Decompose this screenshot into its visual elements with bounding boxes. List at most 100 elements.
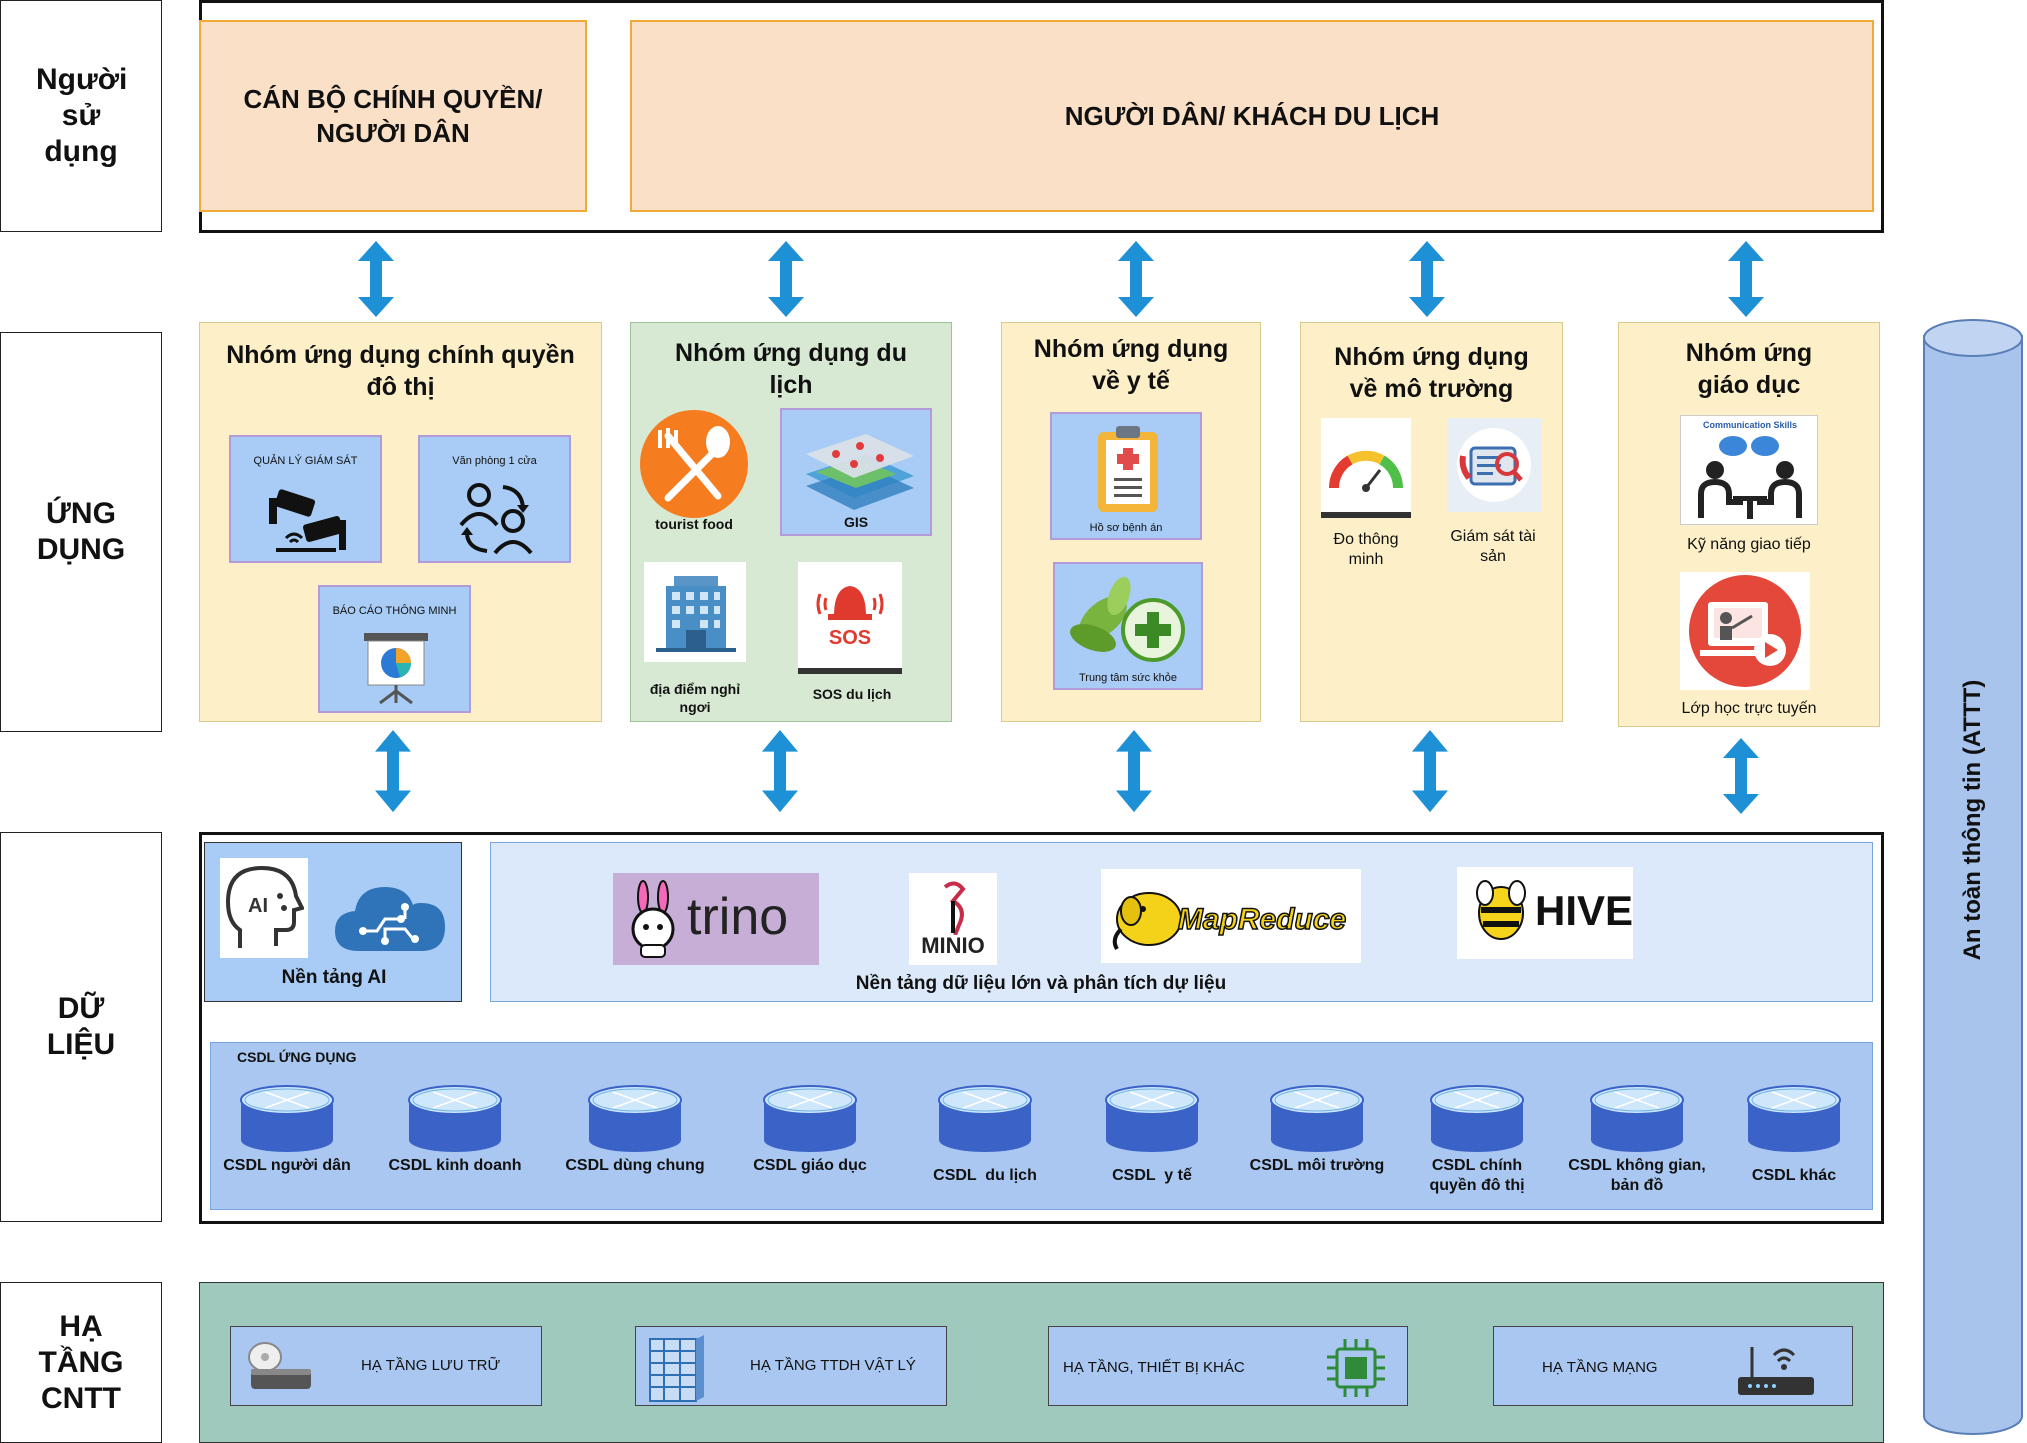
security-cylinder	[1923, 319, 2023, 1435]
hive-logo: HIVE	[1457, 867, 1633, 959]
food-icon[interactable]	[638, 408, 750, 520]
online-class-icon	[1689, 575, 1801, 687]
app-databases-title: CSDL ỨNG DỤNG	[237, 1049, 357, 1065]
online-class-label: Lớp học trực tuyến	[1681, 700, 1817, 717]
infra-other-devices[interactable]: HẠ TẦNG, THIẾT BỊ KHÁC	[1048, 1326, 1408, 1406]
db-cylinder-5	[1105, 1085, 1199, 1153]
db-label: CSDL môi trường	[1249, 1157, 1385, 1174]
app-group-title: Nhóm ứng dụng du lịch	[675, 339, 907, 399]
sos-alarm-icon: SOS	[816, 586, 884, 649]
layer-label-data: DỮ LIỆU	[0, 832, 162, 1222]
ai-head-icon: AI	[225, 865, 304, 948]
ai-icon-text: AI	[248, 895, 268, 917]
trino-bunny-icon	[631, 880, 675, 958]
infra-label: HẠ TẦNG LƯU TRỮ	[361, 1357, 501, 1374]
user-box-officials: CÁN BỘ CHÍNH QUYỀN/ NGƯỜI DÂN	[199, 20, 587, 212]
tile-label: BÁO CÁO THÔNG MINH	[332, 605, 457, 617]
infra-datacenter[interactable]: HẠ TẦNG TTDH VẬT LÝ	[635, 1326, 947, 1406]
security-label: An toàn thông tin (ATTT)	[1959, 679, 1986, 961]
trino-logo: trino	[613, 873, 819, 965]
sos-tile[interactable]: SOS	[798, 562, 902, 674]
db-cylinder-2	[588, 1085, 682, 1153]
tile-health-center[interactable]: Trung tâm sức khỏe	[1053, 562, 1203, 690]
gis-label: GIS	[843, 514, 869, 530]
health-leaf-plus-icon	[1070, 576, 1185, 662]
conversation-icon	[1698, 436, 1802, 519]
gis-map-icon	[806, 434, 914, 510]
cctv-camera-icon	[269, 489, 346, 552]
infra-storage[interactable]: HẠ TẦNG LƯU TRỮ	[230, 1326, 542, 1406]
db-label: CSDL y tế	[1112, 1167, 1192, 1184]
tile-label: Văn phòng 1 cửa	[452, 455, 537, 467]
svg-text:SOS: SOS	[829, 627, 871, 649]
storage-drive-icon	[248, 1342, 311, 1389]
app-group-title: Nhóm ứng dụng về mô trường	[1334, 343, 1529, 403]
user-box-citizens: NGƯỜI DÂN/ KHÁCH DU LỊCH	[630, 20, 1874, 212]
asset-monitor-icon	[1457, 428, 1531, 502]
hadoop-elephant-icon	[1112, 892, 1182, 951]
db-cylinder-0	[240, 1085, 334, 1153]
layer-label-users: Người sử dụng	[0, 0, 162, 232]
infra-network[interactable]: HẠ TẦNG MẠNG	[1493, 1326, 1853, 1406]
infra-label: HẠ TẦNG TTDH VẬT LÝ	[750, 1357, 916, 1374]
presentation-chart-icon	[364, 633, 428, 705]
mapreduce-text: MapReduce	[1177, 902, 1347, 937]
communication-tile[interactable]: Communication Skills	[1680, 415, 1818, 525]
hive-bee-icon	[1476, 880, 1526, 940]
infra-label: HẠ TẦNG, THIẾT BỊ KHÁC	[1063, 1359, 1245, 1376]
chip-icon	[1327, 1339, 1385, 1397]
db-cylinder-4	[938, 1085, 1032, 1153]
bigdata-platform[interactable]: trino MINIO MapReduce HIVE Nền tảng dữ l…	[490, 842, 1873, 1002]
tile-gis[interactable]: GIS	[780, 408, 932, 536]
tile-medical-records[interactable]: Hồ sơ bệnh án	[1050, 412, 1202, 540]
app-group-environment: Nhóm ứng dụng về mô trường	[1300, 322, 1563, 722]
app-group-title: Nhóm ứng dụng chính quyền đô thị	[226, 341, 575, 401]
gauge-icon	[1328, 450, 1404, 492]
mapreduce-logo: MapReduce	[1101, 869, 1361, 963]
tile-label: Trung tâm sức khỏe	[1078, 672, 1178, 684]
minio-logo: MINIO	[909, 873, 997, 965]
hotel-building-icon	[656, 576, 736, 652]
db-label: CSDL du lịch	[933, 1167, 1037, 1184]
communication-label: Kỹ năng giao tiếp	[1687, 536, 1811, 553]
sos-label: SOS du lịch	[812, 686, 892, 702]
minio-text: MINIO	[921, 933, 985, 958]
asset-monitor-tile[interactable]	[1447, 418, 1541, 512]
tile-one-stop-office[interactable]: Văn phòng 1 cửa	[418, 435, 571, 563]
db-cylinder-6	[1270, 1085, 1364, 1153]
db-cylinder-9	[1747, 1085, 1841, 1153]
hive-text: HIVE	[1535, 887, 1634, 934]
app-group-title: Nhóm ứng dụng về y tế	[1033, 335, 1229, 395]
trino-text: trino	[687, 888, 789, 946]
db-label: CSDL dùng chung	[565, 1157, 705, 1174]
server-building-icon	[649, 1335, 704, 1402]
asset-monitor-label: Giám sát tài sản	[1450, 528, 1536, 565]
db-cylinder-3	[763, 1085, 857, 1153]
db-label: CSDL người dân	[223, 1157, 351, 1174]
rest-place-label: địa điểm nghỉ ngơi	[649, 681, 741, 715]
tourist-food-label: tourist food	[655, 516, 733, 532]
infra-label: HẠ TẦNG MẠNG	[1542, 1359, 1658, 1376]
db-label: CSDL chính quyền đô thị	[1429, 1157, 1525, 1194]
ai-platform[interactable]: AI Nền tảng AI	[204, 842, 462, 1002]
router-icon	[1738, 1347, 1814, 1395]
db-label: CSDL giáo dục	[753, 1157, 867, 1174]
tile-label: QUẢN LÝ GIÁM SÁT	[253, 455, 358, 467]
smart-meter-label: Đo thông minh	[1333, 531, 1399, 568]
online-class-tile[interactable]	[1680, 572, 1810, 690]
layer-label-apps: ỨNG DỤNG	[0, 332, 162, 732]
clipboard-icon	[1098, 426, 1158, 512]
tile-smart-report[interactable]: BÁO CÁO THÔNG MINH	[318, 585, 471, 713]
hotel-tile[interactable]	[644, 562, 746, 662]
tile-surveillance[interactable]: QUẢN LÝ GIÁM SÁT	[229, 435, 382, 563]
ai-platform-label: Nền tảng AI	[281, 967, 387, 988]
cloud-circuit-icon	[335, 887, 445, 951]
bigdata-platform-label: Nền tảng dữ liệu lớn và phân tích dự liệ…	[855, 973, 1227, 994]
ai-head-tile: AI	[220, 858, 308, 958]
db-cylinder-1	[408, 1085, 502, 1153]
minio-bird-icon	[943, 881, 966, 935]
db-label: CSDL kinh doanh	[388, 1157, 522, 1174]
smart-meter-tile[interactable]	[1321, 418, 1411, 518]
tile-label: Hồ sơ bệnh án	[1089, 522, 1163, 534]
